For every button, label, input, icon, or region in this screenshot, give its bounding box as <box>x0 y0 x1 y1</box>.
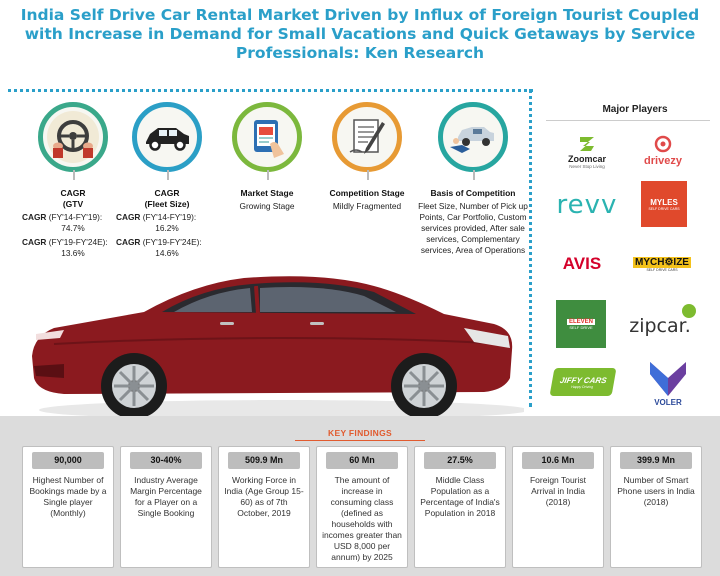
finding-description: Industry Average Margin Percentage for a… <box>130 475 202 518</box>
sedan-car-illustration <box>32 276 524 420</box>
mychoize-tagline: SELF DRIVE CARS <box>646 267 678 272</box>
finding-value: 90,000 <box>32 452 104 469</box>
major-players-title: Major Players <box>602 104 668 115</box>
zoomcar-tagline: Never Stop Living <box>569 163 605 169</box>
metric-title: Basis of Competition <box>430 188 516 198</box>
metric-basis-of-competition: Basis of Competition Fleet Size, Number … <box>418 102 528 256</box>
finding-card: 399.9 Mn Number of Smart Phone users in … <box>610 446 702 568</box>
car-handshake-icon <box>447 111 499 163</box>
eleven-logo: ELEVEN SELF DRIVE <box>556 300 606 348</box>
finding-value: 30-40% <box>130 452 202 469</box>
metric-row-value: 74.7% <box>61 223 85 233</box>
myles-tagline: SELF DRIVE CARS <box>648 206 680 211</box>
jiffy-cars-tagline: Happy Driving <box>570 384 594 389</box>
finding-value: 509.9 Mn <box>228 452 300 469</box>
finding-card: 27.5% Middle Class Population as a Perce… <box>414 446 506 568</box>
key-findings-title: KEY FINDINGS <box>328 428 392 438</box>
tablet-touch-icon <box>241 111 293 163</box>
finding-card: 90,000 Highest Number of Bookings made b… <box>22 446 114 568</box>
avis-logo: AVIS <box>556 250 608 278</box>
metric-title: Market Stage <box>240 188 294 198</box>
metric-row-value: 13.6% <box>61 248 85 258</box>
metric-row-value: 16.2% <box>155 223 179 233</box>
finding-value: 10.6 Mn <box>522 452 594 469</box>
metric-value: Mildly Fragmented <box>332 201 402 211</box>
metric-cagr-gtv: CAGR (GTV CAGR (FY'14-FY'19): 74.7% CAGR… <box>22 102 118 259</box>
metric-ring <box>232 102 302 180</box>
players-divider <box>546 120 710 121</box>
metric-ring <box>132 102 202 180</box>
metric-value: Fleet Size, Number of Pick up Points, Ca… <box>418 201 528 255</box>
metric-competition-stage: Competition Stage Mildly Fragmented <box>322 102 412 212</box>
finding-description: The amount of increase in consuming clas… <box>322 475 402 562</box>
eleven-tagline: SELF DRIVE <box>569 324 593 330</box>
metric-market-stage: Market Stage Growing Stage <box>222 102 312 212</box>
zipcar-logo: zipcar. <box>620 304 700 346</box>
metric-row-label: CAGR <box>22 212 47 222</box>
metric-title: CAGR <box>60 188 86 198</box>
finding-description: Highest Number of Bookings made by a Sin… <box>29 475 107 518</box>
metric-ring <box>332 102 402 180</box>
voler-v-icon <box>650 361 686 396</box>
eleven-name: ELEVEN <box>566 318 595 325</box>
mychoize-name: MYCH⚙IZE <box>633 256 691 268</box>
myles-logo: MYLES SELF DRIVE CARS <box>641 181 687 227</box>
finding-description: Foreign Tourist Arrival in India (2018) <box>529 475 587 507</box>
metric-subtitle: (GTV <box>62 199 84 209</box>
finding-value: 27.5% <box>424 452 496 469</box>
car-icon <box>141 111 193 163</box>
metric-row-period: (FY'19-FY'24E): <box>142 237 202 247</box>
key-findings-underline <box>295 440 425 441</box>
zipcar-dot-icon <box>682 304 696 318</box>
zipcar-name: zipcar. <box>629 315 691 337</box>
metric-ring <box>438 102 508 180</box>
metric-row-label: CAGR <box>22 237 47 247</box>
metric-row-label: CAGR <box>116 212 141 222</box>
drivezy-name: drivezy <box>644 155 682 167</box>
finding-card: 60 Mn The amount of increase in consumin… <box>316 446 408 568</box>
metric-row-period: (FY'19-FY'24E): <box>48 237 108 247</box>
mychoize-logo: MYCH⚙IZE SELF DRIVE CARS <box>632 252 692 276</box>
zoomcar-name: Zoomcar <box>567 153 606 164</box>
revv-name: revv <box>556 190 618 220</box>
revv-logo: revv <box>552 183 622 227</box>
metric-value: Growing Stage <box>239 201 295 211</box>
metric-ring <box>38 102 108 180</box>
finding-card: 10.6 Mn Foreign Tourist Arrival in India… <box>512 446 604 568</box>
drivezy-logo: drivezy <box>632 128 694 174</box>
zoomcar-z-icon <box>580 136 594 151</box>
voler-name: VOLER <box>654 397 682 407</box>
finding-value: 60 Mn <box>326 452 398 469</box>
steering-wheel-icon <box>47 111 99 163</box>
finding-description: Middle Class Population as a Percentage … <box>420 475 500 518</box>
voler-logo: VOLER <box>640 356 696 410</box>
finding-card: 30-40% Industry Average Margin Percentag… <box>120 446 212 568</box>
metric-row-period: (FY'14-FY'19): <box>48 212 103 222</box>
myles-name: MYLES <box>650 197 678 207</box>
finding-description: Number of Smart Phone users in India (20… <box>617 475 695 507</box>
page-title: India Self Drive Car Rental Market Drive… <box>20 6 700 62</box>
zoomcar-logo: Zoomcar Never Stop Living <box>556 128 618 174</box>
metric-row-label: CAGR <box>116 237 141 247</box>
metric-subtitle: (Fleet Size) <box>144 199 190 209</box>
jiffy-cars-name: JIFFY CARS <box>559 375 608 385</box>
document-pen-icon <box>341 111 393 163</box>
metric-cagr-fleet: CAGR (Fleet Size) CAGR (FY'14-FY'19): 16… <box>116 102 212 259</box>
finding-description: Working Force in India (Age Group 15-60)… <box>224 475 304 518</box>
finding-card: 509.9 Mn Working Force in India (Age Gro… <box>218 446 310 568</box>
metric-row-period: (FY'14-FY'19): <box>142 212 197 222</box>
dotted-divider-vertical <box>529 89 532 407</box>
avis-name: AVIS <box>562 254 602 273</box>
metric-title: CAGR <box>154 188 180 198</box>
drivezy-pin-icon <box>654 135 672 153</box>
metric-title: Competition Stage <box>329 188 405 198</box>
finding-value: 399.9 Mn <box>620 452 692 469</box>
metric-row-value: 14.6% <box>155 248 179 258</box>
dotted-divider-horizontal <box>8 89 533 92</box>
jiffy-cars-logo: JIFFY CARS Happy Driving <box>549 368 617 396</box>
